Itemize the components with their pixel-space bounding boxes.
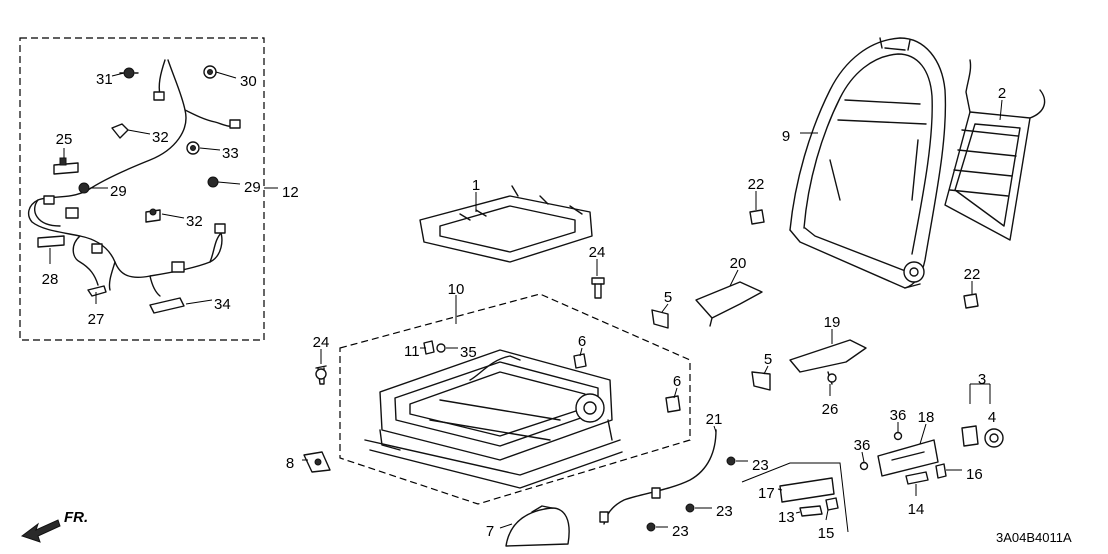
seat-pan xyxy=(419,185,593,263)
callout-6: 6 xyxy=(578,333,586,350)
callout-27: 27 xyxy=(88,311,105,328)
seatback-frame xyxy=(789,37,947,289)
leader-5 xyxy=(763,365,769,375)
harness-clips xyxy=(37,65,219,314)
leader-5 xyxy=(661,303,669,313)
harness-box-outline xyxy=(19,37,265,341)
cover-7 xyxy=(505,505,570,547)
callout-28: 28 xyxy=(42,271,59,288)
callout-35: 35 xyxy=(460,344,477,361)
leader-34 xyxy=(185,299,213,305)
callout-21: 21 xyxy=(706,411,723,428)
callout-23: 23 xyxy=(716,503,733,520)
callout-20: 20 xyxy=(730,255,747,272)
leader-32 xyxy=(161,213,185,219)
callout-33: 33 xyxy=(222,145,239,162)
callout-19: 19 xyxy=(824,314,841,331)
leader-36 xyxy=(861,451,865,463)
callout-3: 3 xyxy=(978,371,986,388)
nuts-36 xyxy=(859,431,903,471)
callout-29: 29 xyxy=(110,183,127,200)
wire-harness xyxy=(27,59,241,297)
callout-17: 17 xyxy=(758,485,775,502)
leader-31 xyxy=(111,72,125,77)
callout-18: 18 xyxy=(918,409,935,426)
bolt-24-upper xyxy=(591,277,605,299)
callout-15: 15 xyxy=(818,525,835,542)
leader-18 xyxy=(919,423,927,445)
diagram-code: 3A04B4011A xyxy=(996,530,1072,545)
callout-4: 4 xyxy=(988,409,996,426)
callout-32: 32 xyxy=(186,213,203,230)
callout-23: 23 xyxy=(672,523,689,540)
leader-2 xyxy=(999,99,1003,121)
callout-32: 32 xyxy=(152,129,169,146)
leader-21 xyxy=(713,425,717,433)
callout-23: 23 xyxy=(752,457,769,474)
leader-29 xyxy=(217,181,241,185)
callout-34: 34 xyxy=(214,296,231,313)
callout-11: 11 xyxy=(404,343,420,360)
cable-21 xyxy=(599,429,717,525)
callout-5: 5 xyxy=(764,351,772,368)
callout-12: 12 xyxy=(282,184,299,201)
clips-5 xyxy=(651,309,771,391)
knobs-14-16 xyxy=(905,463,947,485)
callout-22: 22 xyxy=(748,176,765,193)
bolt-22-set xyxy=(749,209,979,309)
leader-6 xyxy=(673,387,678,399)
callout-26: 26 xyxy=(822,401,839,418)
callout-30: 30 xyxy=(240,73,257,90)
leader-7 xyxy=(499,523,513,529)
leader-33 xyxy=(199,147,221,151)
callout-36: 36 xyxy=(854,437,871,454)
callout-2: 2 xyxy=(998,85,1006,102)
callout-24: 24 xyxy=(589,244,606,261)
front-label: FR. xyxy=(64,509,88,526)
callout-36: 36 xyxy=(890,407,907,424)
callout-8: 8 xyxy=(286,455,294,472)
switch-group-box xyxy=(741,462,849,533)
callout-14: 14 xyxy=(908,501,925,518)
screws-23 xyxy=(646,456,736,532)
callout-9: 9 xyxy=(782,128,790,145)
bracket-8 xyxy=(303,451,331,473)
harness-group-box xyxy=(19,37,278,341)
cushion-frame-group xyxy=(339,293,691,505)
switch-18 xyxy=(877,439,939,477)
callout-7: 7 xyxy=(486,523,494,540)
callout-1: 1 xyxy=(472,177,480,194)
cover-20 xyxy=(695,281,763,327)
cover-19 xyxy=(789,339,867,385)
callout-29: 29 xyxy=(244,179,261,196)
callout-22: 22 xyxy=(964,266,981,283)
callout-16: 16 xyxy=(966,466,983,483)
leader-15 xyxy=(825,509,829,521)
switch-3-knob-4 xyxy=(961,383,1004,448)
lumbar-support xyxy=(944,59,1046,241)
cushion-frame xyxy=(364,349,623,489)
leader-17 xyxy=(777,488,783,491)
front-direction-arrow: FR. xyxy=(20,509,88,543)
cushion-box-outline xyxy=(339,293,691,505)
leader-30 xyxy=(215,71,237,79)
callout-13: 13 xyxy=(778,509,795,526)
leader-13 xyxy=(795,511,801,514)
callout-6: 6 xyxy=(673,373,681,390)
callout-5: 5 xyxy=(664,289,672,306)
callout-10: 10 xyxy=(448,281,465,298)
callout-24: 24 xyxy=(313,334,330,351)
callout-25: 25 xyxy=(56,131,73,148)
leader-6 xyxy=(579,347,583,357)
leader-20 xyxy=(729,269,739,287)
leader-32 xyxy=(127,129,151,135)
callout-31: 31 xyxy=(96,71,113,88)
